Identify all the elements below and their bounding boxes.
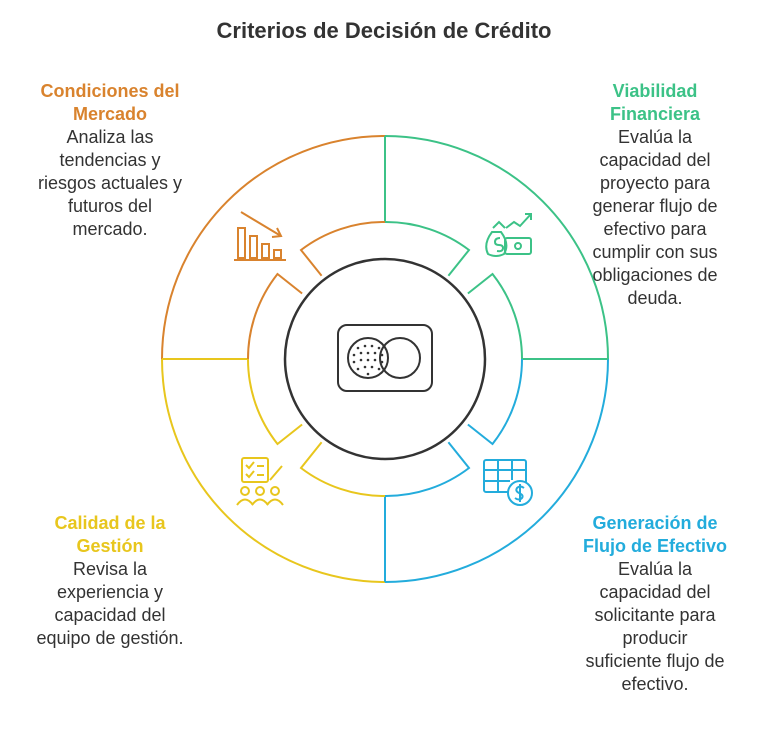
- inner-arc-cashflow-a: [467, 358, 524, 446]
- management-block: Calidad de la Gestión Revisa la experien…: [10, 512, 210, 650]
- management-heading: Calidad de la Gestión: [54, 513, 166, 556]
- inner-arc-management-b: [246, 358, 303, 446]
- outer-arc-market: [161, 135, 386, 360]
- market-block: Condiciones del Mercado Analiza las tend…: [10, 80, 210, 241]
- money-growth-icon: [485, 213, 532, 257]
- viability-heading: Viabilidad Financiera: [609, 81, 701, 124]
- cashflow-description: Evalúa la capacidad del solicitante para…: [585, 559, 725, 694]
- inner-arc-cashflow-b: [384, 441, 471, 498]
- outer-arc-management: [161, 358, 386, 583]
- viability-block: Viabilidad Financiera Evalúa la capacida…: [555, 80, 755, 310]
- cashflow-block: Generación de Flujo de Efectivo Evalúa l…: [550, 512, 760, 696]
- declining-chart-icon: [234, 211, 286, 261]
- inner-arc-viability-b: [467, 272, 524, 360]
- viability-description: Evalúa la capacidad del proyecto para ge…: [592, 127, 718, 308]
- market-heading: Condiciones del Mercado: [40, 81, 180, 124]
- outer-arc-viability: [384, 135, 609, 360]
- inner-arc-management-a: [299, 441, 386, 498]
- cashflow-heading: Generación de Flujo de Efectivo: [582, 513, 728, 556]
- center-circle: [283, 257, 487, 461]
- management-description: Revisa la experiencia y capacidad del eq…: [36, 559, 184, 648]
- diagram-title: Criterios de Decisión de Crédito: [216, 18, 552, 43]
- credit-card-icon: [337, 324, 433, 392]
- inner-arc-market-a: [299, 220, 386, 277]
- outer-arc-cashflow: [384, 358, 609, 583]
- inner-arc-viability-a: [384, 220, 471, 277]
- spreadsheet-dollar-icon: [483, 459, 533, 506]
- market-description: Analiza las tendencias y riesgos actuale…: [37, 127, 183, 239]
- team-checklist-icon: [236, 457, 284, 506]
- inner-arc-market-b: [246, 272, 303, 360]
